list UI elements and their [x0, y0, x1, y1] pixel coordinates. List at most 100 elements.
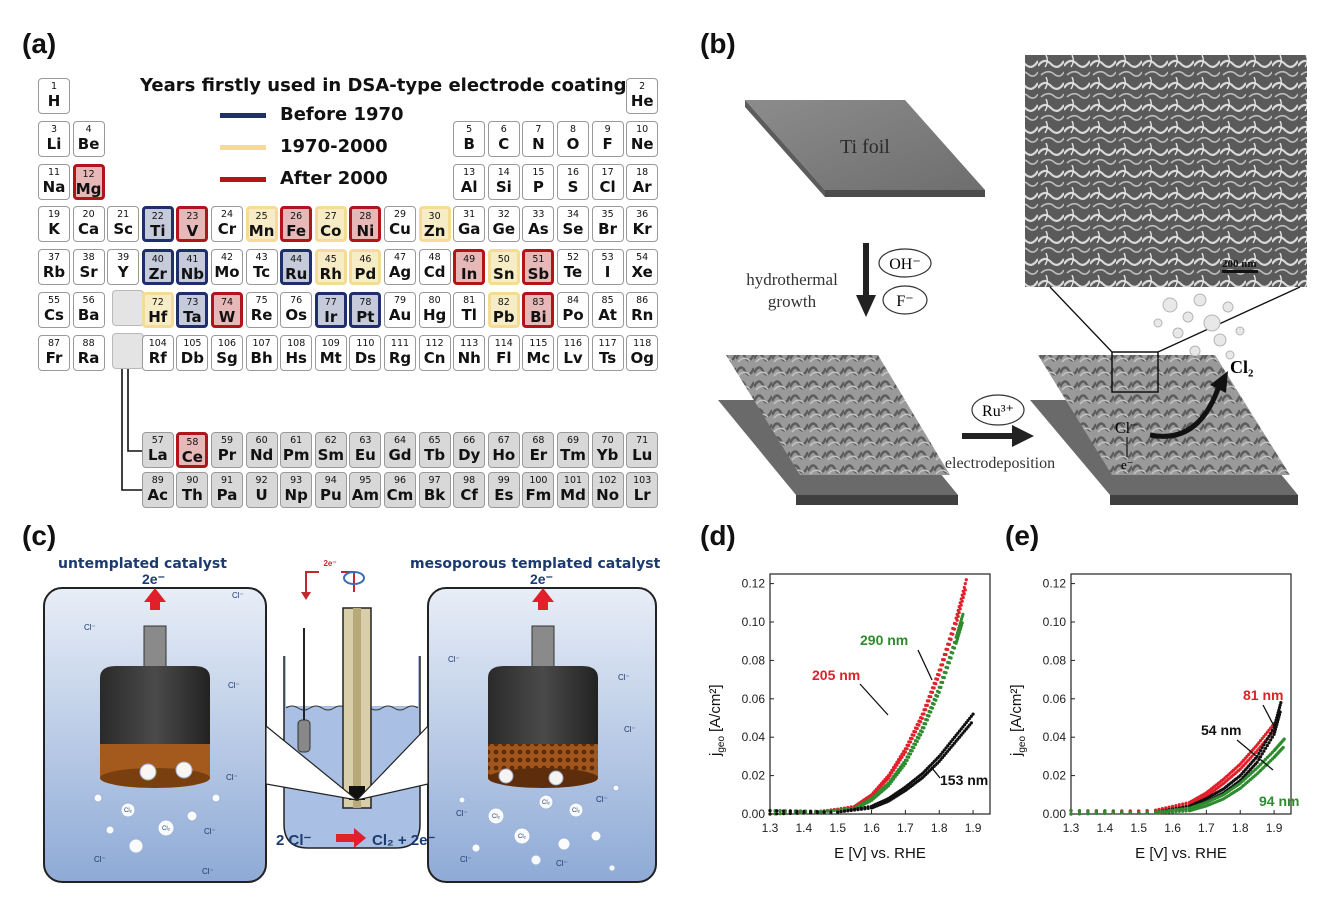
data-point — [956, 614, 960, 619]
data-point — [957, 611, 961, 615]
element-symbol: Zr — [148, 265, 167, 284]
data-point — [929, 710, 933, 714]
atomic-number: 49 — [463, 254, 476, 266]
zoom-wedge-right — [355, 724, 429, 802]
data-point — [1273, 727, 1278, 731]
element-symbol: Hg — [422, 306, 447, 324]
atomic-number: 76 — [290, 295, 303, 306]
data-point — [951, 651, 955, 655]
data-point — [1267, 734, 1271, 738]
atomic-number: 62 — [324, 435, 337, 446]
atomic-number: 92 — [255, 475, 268, 486]
element-symbol: Zn — [423, 222, 446, 241]
ti-foil-edge — [745, 100, 825, 197]
chloride-labels: Cl⁻ Cl⁻ Cl⁻ Cl⁻ Cl⁻ Cl⁻ Cl⁻ Cl⁻ Cl⁻ Cl⁻ … — [84, 591, 636, 876]
data-point — [1258, 755, 1263, 759]
reaction-product: Cl₂ + 2e⁻ — [372, 832, 435, 849]
atomic-number: 118 — [633, 337, 652, 349]
atomic-number: 89 — [151, 475, 164, 486]
atomic-number: 37 — [47, 252, 61, 264]
y-axis-label: jgeo[A/cm²] — [707, 684, 727, 757]
data-point — [866, 806, 870, 811]
atomic-number: 56 — [82, 295, 95, 306]
chlorine-bubbles — [93, 761, 620, 872]
data-point — [1086, 809, 1090, 813]
atomic-number: 34 — [566, 209, 580, 221]
element-symbol: B — [463, 134, 475, 153]
data-point — [1137, 810, 1141, 815]
series-annotation: 205 nm — [812, 667, 860, 683]
data-point — [907, 743, 911, 747]
panel-c-schematic: 2e⁻ 2e⁻ 2e⁻ Cl₂ Cl₂ Cl₂ Cl₂ Cl₂ Cl₂ Cl⁻ … — [43, 559, 657, 883]
svg-text:Cl₂: Cl₂ — [518, 834, 527, 840]
atomic-number: 30 — [428, 211, 441, 223]
element-symbol: Nb — [180, 265, 205, 284]
atomic-number: 52 — [566, 252, 580, 264]
data-point — [1077, 812, 1082, 816]
element-symbol: Ts — [599, 348, 617, 367]
electrode-holder — [488, 666, 598, 744]
element-symbol: Sr — [79, 263, 98, 282]
atomic-number: 72 — [151, 297, 164, 308]
element-symbol: Tm — [560, 446, 586, 464]
atomic-number: 10 — [636, 123, 649, 135]
catalyst-bottom — [488, 768, 598, 788]
data-point — [959, 603, 963, 607]
element-symbol: Lv — [563, 348, 583, 367]
data-point — [1260, 752, 1264, 756]
y-tick-label: 0.06 — [742, 692, 766, 706]
data-point — [1184, 809, 1188, 813]
data-point — [1277, 706, 1282, 710]
element-symbol: Lr — [633, 486, 651, 504]
element-symbol: Cn — [423, 348, 446, 367]
element-symbol: V — [186, 222, 199, 241]
atomic-number: 26 — [290, 211, 303, 223]
atomic-number: 98 — [463, 475, 476, 486]
electrode-core — [353, 608, 361, 808]
data-point — [1111, 810, 1115, 814]
y-tick-label: 0.00 — [1043, 807, 1067, 821]
element-symbol: Es — [494, 486, 514, 504]
data-point — [1069, 809, 1073, 813]
atomic-number: 16 — [566, 166, 580, 178]
atomic-number: 112 — [425, 337, 444, 349]
atomic-number: 88 — [82, 337, 95, 349]
element-symbol: Db — [180, 348, 204, 367]
data-point — [937, 690, 941, 694]
data-point — [1262, 749, 1266, 753]
element-symbol: Mo — [214, 263, 240, 282]
svg-text:Cl⁻: Cl⁻ — [226, 773, 238, 782]
element-symbol: Sm — [317, 446, 345, 464]
right-2e-label: 2e⁻ — [530, 571, 553, 587]
x-tick-label: 1.7 — [897, 821, 914, 835]
x-tick-label: 1.5 — [829, 821, 846, 835]
data-point — [1145, 811, 1149, 815]
atomic-number: 36 — [636, 209, 649, 221]
plot-frame — [769, 573, 991, 815]
data-point — [1264, 746, 1268, 750]
element-symbol: Fm — [525, 486, 552, 504]
element-symbol: Xe — [631, 263, 653, 282]
atomic-number: 15 — [532, 166, 545, 178]
data-point — [947, 642, 951, 647]
data-point — [944, 653, 948, 657]
element-symbol: Cl — [599, 177, 616, 196]
